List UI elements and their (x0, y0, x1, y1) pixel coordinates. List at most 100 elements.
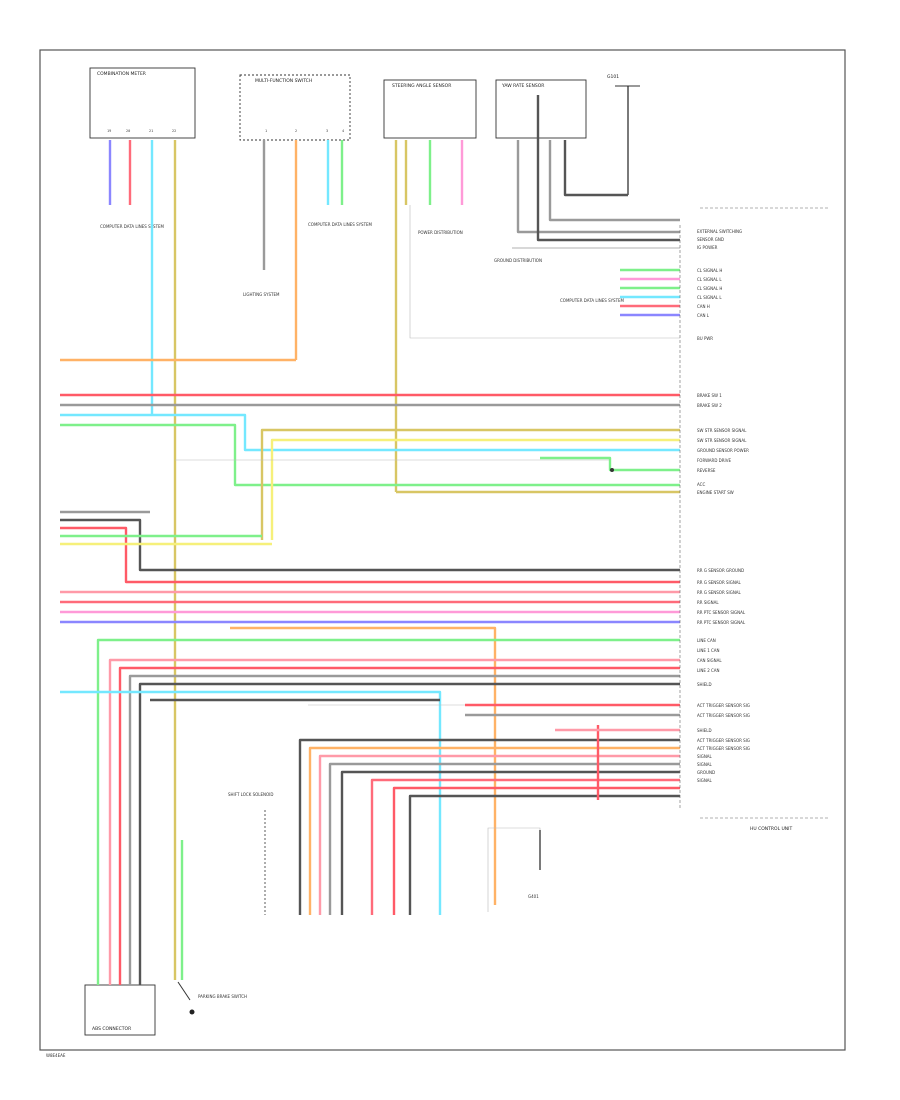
pin-function-label: GROUND SENSOR POWER (697, 448, 749, 453)
wire-gray (548, 140, 680, 222)
steering-angle-sensor: STEERING ANGLE SENSOR (383, 79, 477, 139)
combination-meter: COMBINATION METER 19 20 21 22 (89, 67, 196, 139)
pin-function-label: CAN SIGNAL (697, 658, 722, 663)
pin-function-label: ACC (697, 482, 705, 487)
switch-contact (177, 981, 191, 1001)
pin-function-label: LINE CAN (697, 638, 716, 643)
pin-function-label: LINE 2 CAN (697, 668, 720, 673)
wire-red-wht (108, 658, 680, 935)
ground-dot (189, 1009, 195, 1015)
pin-function-label: BRAKE SW 2 (697, 403, 722, 408)
abs-connector-box (84, 984, 156, 1036)
yaw-rate-sensor-box (495, 79, 587, 139)
wire-gray (516, 140, 680, 234)
pin-label: 22 (172, 129, 176, 133)
pin-function-label: SHIELD (697, 682, 712, 687)
wire-lt-blu (60, 413, 680, 452)
pin-function-label: BU PWR (697, 336, 713, 341)
shift-lock-solenoid: SHIFT LOCK SOLENOID (228, 792, 273, 915)
pin-function-label: ACT TRIGGER SENSOR SIG (697, 738, 750, 743)
pin-function-label: SENSOR GND (697, 237, 724, 242)
pin-function-label: SW STR SENSOR SIGNAL (697, 428, 747, 433)
pin-label: 3 (326, 129, 328, 133)
wire-thin (409, 205, 680, 339)
pin-function-label: ENGINE START SW (697, 490, 734, 495)
wire-gray (128, 674, 680, 935)
pin-function-label: CAN L (697, 313, 710, 318)
ground-bottom: G401 (528, 830, 541, 899)
pin-function-label: IG POWER (697, 245, 718, 250)
pin-function-label: CL SIGNAL H (697, 268, 722, 273)
wire-red (392, 786, 680, 915)
ref-note: COMPUTER DATA LINES SYSTEM (560, 298, 625, 303)
wire-red (118, 666, 680, 935)
main-horizontal-wires (60, 358, 680, 540)
pin-label: 1 (265, 129, 267, 133)
wire-black (138, 682, 680, 935)
pin-function-label: SIGNAL (697, 778, 713, 783)
left-stub-wires (60, 510, 680, 624)
right-label-column: EXTERNAL SWITCHING SENSOR GND IG POWER C… (697, 229, 750, 783)
pin-label: 2 (295, 129, 297, 133)
pin-function-label: SW STR SENSOR SIGNAL (697, 438, 747, 443)
pin-function-label: RR G SENSOR SIGNAL (697, 590, 742, 595)
ref-note: COMPUTER DATA LINES SYSTEM (308, 222, 373, 227)
pin-label: 19 (107, 129, 111, 133)
ground-point-top: G101 (607, 74, 640, 195)
pin-function-label: SIGNAL (697, 762, 713, 767)
wire-gray (328, 762, 680, 915)
steering-angle-sensor-box (383, 79, 477, 139)
wire-orange (230, 626, 497, 905)
ref-note: LIGHTING SYSTEM (243, 292, 280, 297)
yaw-rate-sensor-title: YAW RATE SENSOR (501, 83, 544, 89)
ref-note: COMPUTER DATA LINES SYSTEM (100, 224, 165, 229)
wire-yel-grn (260, 428, 680, 540)
wire-black (563, 140, 628, 197)
pin-label: 20 (126, 129, 130, 133)
wire-red-wht (370, 778, 680, 915)
wire-black (340, 770, 680, 915)
abs-connector-title: ABS CONNECTOR (92, 1026, 131, 1032)
wire-black (536, 95, 680, 242)
multifunction-switch: MULTI-FUNCTION SWITCH 1 2 3 4 (239, 74, 351, 141)
wire-red (60, 526, 680, 584)
multifunction-switch-title: MULTI-FUNCTION SWITCH (255, 78, 312, 84)
wire-black (408, 794, 680, 915)
top-vertical-wires (108, 95, 680, 840)
pin-function-label: SHIELD (697, 728, 712, 733)
pin-function-label: CL SIGNAL H (697, 286, 722, 291)
steering-angle-sensor-title: STEERING ANGLE SENSOR (392, 83, 451, 89)
abs-connector: ABS CONNECTOR (84, 935, 156, 1036)
combination-meter-box (89, 67, 196, 139)
combination-meter-title: COMBINATION METER (97, 71, 146, 77)
pin-function-label: BRAKE SW 1 (697, 393, 722, 398)
pin-function-label: RR G SENSOR GROUND (697, 568, 744, 573)
pin-function-label: GROUND (697, 770, 715, 775)
parking-brake-switch: PARKING BRAKE SWITCH (173, 840, 247, 1015)
pin-function-label: RR PTC SENSOR SIGNAL (697, 610, 746, 615)
pin-function-label: SIGNAL (697, 754, 713, 759)
pin-function-label: CL SIGNAL L (697, 295, 722, 300)
wire-lt-blu (60, 690, 442, 915)
wire-green (60, 423, 680, 487)
pin-function-label: EXTERNAL SWITCHING (697, 229, 742, 234)
pin-function-label: ACT TRIGGER SENSOR SIG (697, 713, 750, 718)
pin-function-label: RR PTC SENSOR SIGNAL (697, 620, 746, 625)
top-references: COMPUTER DATA LINES SYSTEM LIGHTING SYST… (100, 222, 625, 303)
splice-dot (610, 468, 614, 472)
pin-function-label: LINE 1 CAN (697, 648, 720, 653)
hu-control-unit-title: HU CONTROL UNIT (750, 826, 793, 832)
page-code: W8E4EAE (46, 1053, 66, 1058)
pin-function-label: ACT TRIGGER SENSOR SIG (697, 703, 750, 708)
connector-upper-wires (409, 205, 680, 339)
hu-connector-strip: HU CONTROL UNIT (679, 207, 828, 832)
wire-black (298, 738, 680, 915)
pin-function-label: REVERSE (697, 468, 716, 473)
lower-wire-bundle (60, 626, 680, 935)
ref-note: POWER DISTRIBUTION (418, 230, 463, 235)
ref-note: GROUND DISTRIBUTION (494, 258, 542, 263)
yaw-rate-sensor: YAW RATE SENSOR (495, 79, 587, 139)
pin-function-label: CL SIGNAL L (697, 277, 722, 282)
parking-brake-title: PARKING BRAKE SWITCH (198, 994, 247, 999)
